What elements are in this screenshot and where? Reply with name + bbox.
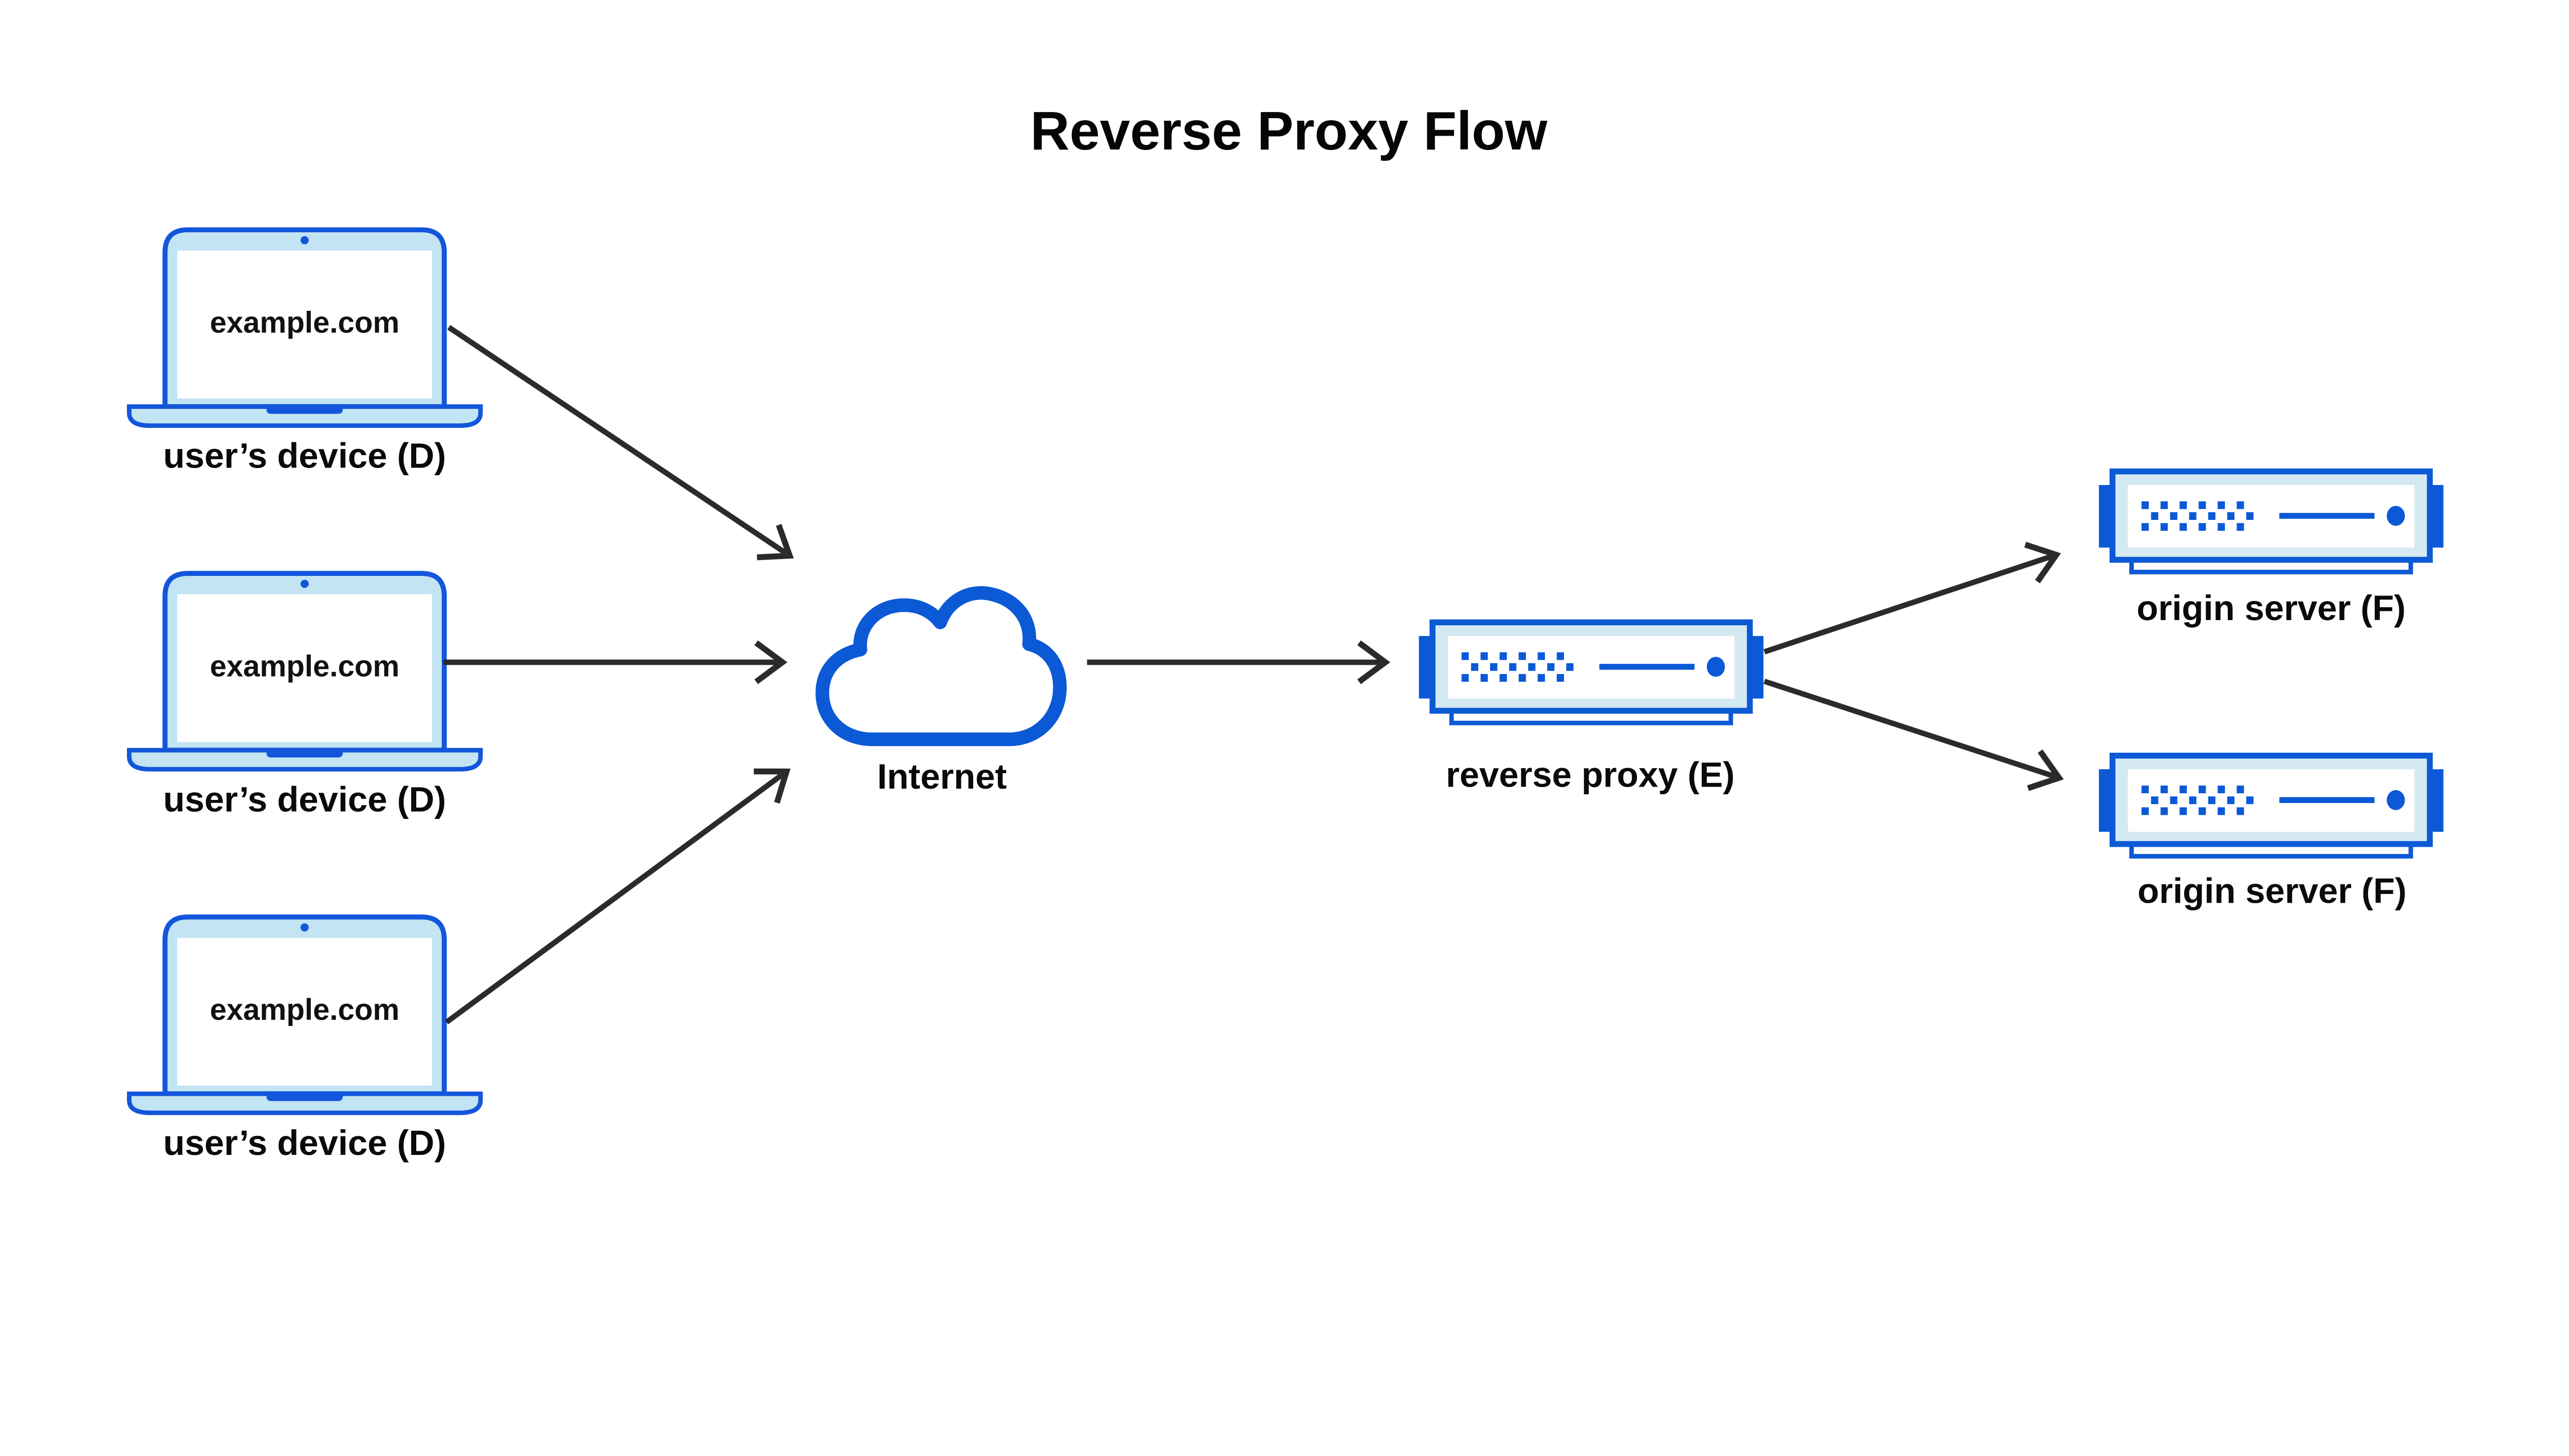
internet-label: Internet [877,757,1007,796]
origin-server-2: origin server (F) [2099,756,2444,911]
origin-server-label: origin server (F) [2137,871,2407,911]
server-rack-icon [1419,622,1764,723]
origin-server-label: origin server (F) [2136,588,2406,628]
cloud-icon [815,586,1067,746]
user-device-2: example.com user’s device (D) [129,573,480,819]
device-label: user’s device (D) [163,436,446,476]
device-label: user’s device (D) [163,1123,446,1163]
device-screen-url: example.com [210,306,399,340]
arrow-device1-to-internet [447,325,794,561]
arrow-device3-to-internet [444,768,791,1024]
server-rack-icon [2099,756,2444,856]
arrow-proxy-to-origin2 [1763,679,2064,791]
device-screen-url: example.com [210,649,399,683]
server-rack-icon [2099,472,2444,572]
reverse-proxy-node: reverse proxy (E) [1419,622,1764,795]
arrow-proxy-to-origin1 [1763,542,2061,655]
origin-server-1: origin server (F) [2099,472,2444,628]
reverse-proxy-label: reverse proxy (E) [1446,755,1735,795]
diagram-canvas: Reverse Proxy Flow example.com user’s de… [126,101,2447,1163]
device-screen-url: example.com [210,993,399,1026]
user-device-3: example.com user’s device (D) [129,917,480,1163]
internet-node: Internet [815,586,1067,796]
reverse-proxy-flow-diagram: Reverse Proxy Flow example.com user’s de… [126,101,2447,1163]
user-device-1: example.com user’s device (D) [129,230,480,476]
device-label: user’s device (D) [163,779,446,819]
diagram-title: Reverse Proxy Flow [1030,101,1548,161]
